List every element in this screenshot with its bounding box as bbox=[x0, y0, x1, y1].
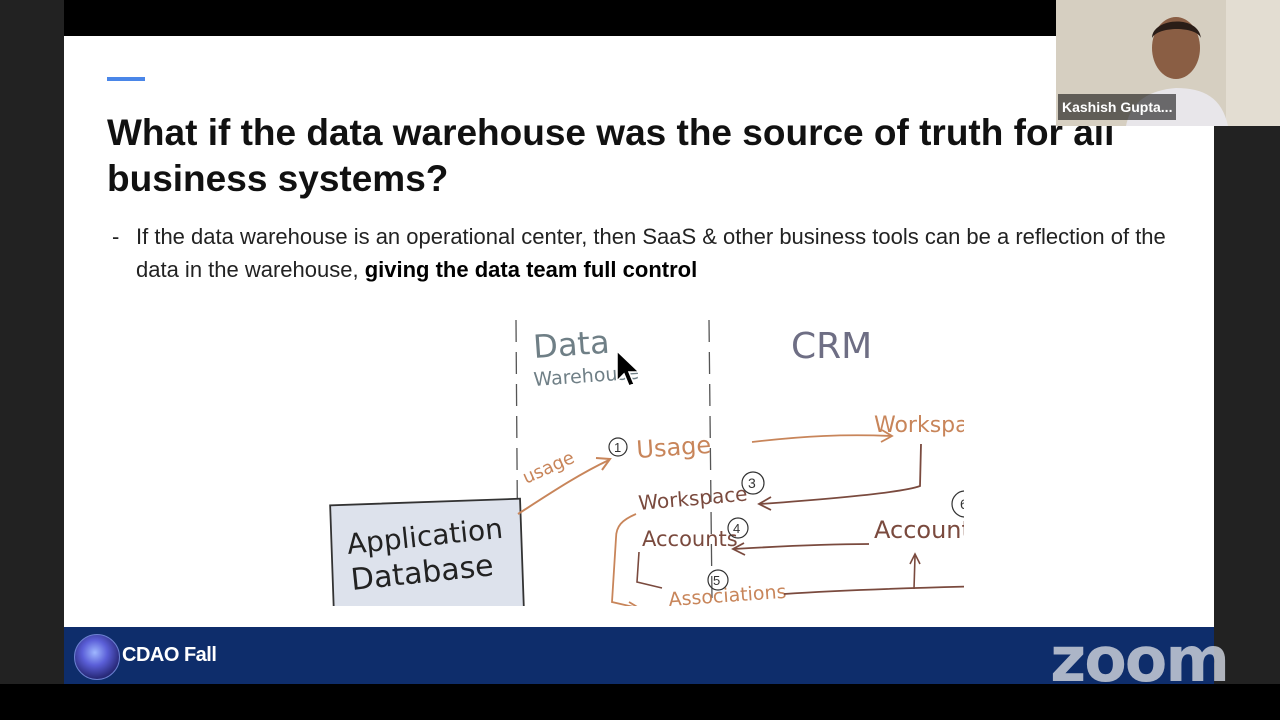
badge-4: 4 bbox=[727, 517, 749, 539]
right-black-bar bbox=[1214, 36, 1280, 684]
badge-3: 3 bbox=[741, 471, 765, 495]
whiteboard-diagram: Data Warehouse CRM Application Database … bbox=[329, 319, 964, 606]
arrow-accounts-to-associations bbox=[636, 551, 663, 589]
table-accounts-left: Accounts bbox=[642, 527, 738, 551]
app-db-box bbox=[329, 497, 525, 606]
badge-3-text: 3 bbox=[748, 475, 756, 491]
slide-bullet: - If the data warehouse is an operationa… bbox=[112, 220, 1172, 286]
badge-1-text: 1 bbox=[614, 440, 621, 455]
arrow-usage-to-crm bbox=[751, 434, 893, 443]
event-brand: CDAO Fall bbox=[122, 644, 217, 666]
arrow-usage-in bbox=[517, 459, 610, 515]
zoom-watermark: zoom bbox=[1050, 623, 1230, 696]
arrow-accounts-to-accounts bbox=[733, 543, 870, 550]
badge-6-text: 6 bbox=[960, 496, 964, 512]
arrow-workspace-loop bbox=[611, 513, 637, 606]
badge-1: 1 bbox=[608, 437, 628, 457]
bullet-text: If the data warehouse is an operational … bbox=[136, 224, 1166, 282]
shared-slide: What if the data warehouse was the sourc… bbox=[64, 36, 1214, 628]
table-usage: Usage bbox=[635, 431, 712, 464]
bullet-dash: - bbox=[112, 224, 120, 249]
badge-5-text: 5 bbox=[713, 573, 720, 588]
slide-title: What if the data warehouse was the sourc… bbox=[107, 112, 1115, 199]
badge-4-text: 4 bbox=[733, 521, 740, 536]
badge-6: 6 bbox=[951, 490, 964, 518]
participant-video-tile[interactable]: Kashish Gupta... bbox=[1056, 0, 1280, 126]
bullet-bold: giving the data team full control bbox=[364, 257, 698, 282]
event-footer: CDAO Fall zoom bbox=[64, 623, 1230, 696]
arrow-workspaces-to-workspace bbox=[759, 443, 922, 505]
bottom-black-bar bbox=[0, 684, 1280, 720]
mouse-cursor-icon bbox=[616, 350, 641, 387]
table-accounts-right: Accounts bbox=[874, 516, 964, 544]
badge-5: 5 bbox=[707, 569, 729, 591]
bullet-text-wrapper: If the data warehouse is an operational … bbox=[112, 220, 1172, 286]
title-accent-line bbox=[107, 77, 145, 81]
arrow-associations-to-crm bbox=[783, 585, 964, 595]
participant-name: Kashish Gupta... bbox=[1058, 94, 1177, 120]
cdao-logo-icon bbox=[74, 634, 120, 680]
header-data: Data bbox=[532, 323, 611, 366]
header-crm: CRM bbox=[791, 326, 872, 367]
divider-right bbox=[708, 319, 713, 601]
table-workspace: Workspace bbox=[637, 482, 748, 515]
left-black-bar bbox=[0, 0, 64, 720]
arrow-up-to-accounts bbox=[913, 555, 916, 590]
